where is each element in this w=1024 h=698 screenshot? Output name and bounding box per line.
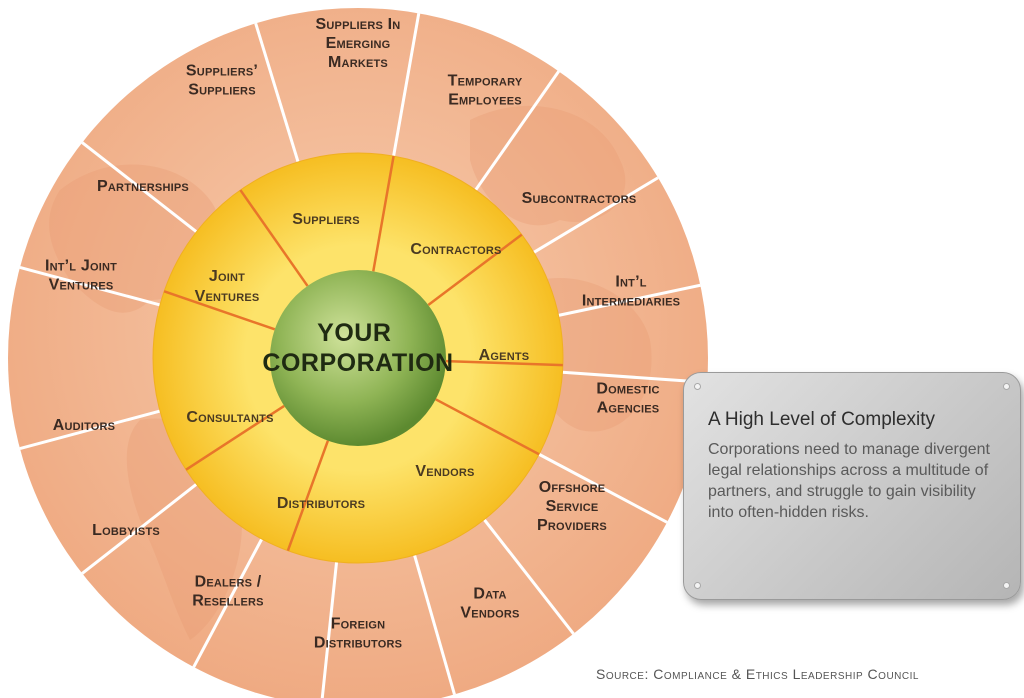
- core-circle: [270, 270, 446, 446]
- outer-divider: [562, 370, 708, 384]
- inner-divider: [185, 404, 285, 471]
- outer-label-lobbyists-line: Lobbyists: [92, 522, 160, 539]
- outer-divider: [19, 409, 161, 451]
- outer-divider: [19, 265, 161, 307]
- screw-icon: [694, 383, 701, 390]
- outer-label-temporary-employees-line: Temporary: [448, 73, 523, 90]
- outer-divider: [81, 141, 198, 233]
- note-body: Corporations need to manage divergent le…: [708, 441, 990, 521]
- inner-label-vendors-line: Vendors: [415, 463, 474, 480]
- outer-divider: [558, 283, 701, 317]
- outer-divider: [320, 561, 339, 698]
- outer-divider: [254, 22, 300, 163]
- inner-label-agents: Agents: [479, 347, 530, 364]
- inner-ring-labels: SuppliersContractorsAgentsVendorsDistrib…: [186, 211, 529, 512]
- inner-divider: [372, 155, 395, 272]
- outer-divider: [81, 483, 198, 575]
- core-label: YOUR CORPORATION: [262, 319, 453, 377]
- inner-divider: [435, 398, 540, 456]
- complexity-note-card: A High Level of Complexity Corporations …: [683, 372, 1021, 600]
- inner-label-suppliers: Suppliers: [292, 211, 359, 228]
- outer-label-auditors-line: Auditors: [53, 417, 115, 434]
- inner-label-contractors-line: Contractors: [410, 241, 501, 258]
- outer-divider: [532, 176, 659, 254]
- note-title: A High Level of Complexity: [708, 409, 936, 430]
- source-citation: Source: Compliance & Ethics Leadership C…: [596, 666, 919, 682]
- outer-divider: [483, 518, 575, 635]
- inner-label-joint-ventures-line: Joint: [209, 268, 245, 285]
- inner-label-distributors: Distributors: [277, 495, 365, 512]
- inner-divider: [239, 189, 309, 287]
- outer-divider: [474, 70, 560, 191]
- outer-label-suppliers-suppliers: Suppliers’ Suppliers: [186, 63, 258, 99]
- outer-label-offshore-service-providers-line: Offshore: [539, 479, 606, 496]
- outer-label-dealers-resellers-line: Dealers /: [195, 574, 262, 591]
- outer-label-dealers-resellers: Dealers / Resellers: [192, 574, 263, 610]
- outer-label-temporary-employees-line: Employees: [448, 92, 522, 109]
- outer-divider: [413, 554, 456, 695]
- core-label-line-1: YOUR: [317, 319, 391, 347]
- outer-divider: [538, 452, 668, 524]
- outer-spokes: [19, 13, 708, 698]
- outer-label-data-vendors-line: Data: [473, 586, 506, 603]
- outer-label-foreign-distributors-line: Foreign: [331, 616, 386, 633]
- outer-label-dealers-resellers-line: Resellers: [192, 593, 263, 610]
- outer-label-partnerships: Partnerships: [97, 178, 189, 195]
- outer-label-suppliers-in-emerging-markets-line: Suppliers In: [316, 16, 401, 33]
- outer-label-lobbyists: Lobbyists: [92, 522, 160, 539]
- outer-label-offshore-service-providers-line: Providers: [537, 517, 607, 534]
- outer-label-data-vendors-line: Vendors: [460, 605, 519, 622]
- inner-divider: [427, 233, 523, 307]
- outer-label-partnerships-line: Partnerships: [97, 178, 189, 195]
- outer-label-intl-joint-ventures-line: Int’l Joint: [45, 258, 117, 275]
- outer-label-suppliers-suppliers-line: Suppliers: [188, 82, 255, 99]
- outer-label-subcontractors-line: Subcontractors: [522, 190, 637, 207]
- outer-label-intl-intermediaries-line: Int’l: [615, 274, 646, 291]
- outer-label-suppliers-in-emerging-markets-line: Markets: [328, 54, 388, 71]
- screw-icon: [1003, 383, 1010, 390]
- inner-label-joint-ventures-line: Ventures: [195, 288, 260, 305]
- inner-label-distributors-line: Distributors: [277, 495, 365, 512]
- inner-divider: [445, 359, 563, 367]
- outer-label-intl-joint-ventures-line: Ventures: [49, 277, 114, 294]
- inner-label-suppliers-line: Suppliers: [292, 211, 359, 228]
- outer-label-offshore-service-providers-line: Service: [546, 498, 599, 515]
- inner-divider: [286, 440, 330, 552]
- screw-icon: [1003, 582, 1010, 589]
- inner-divider: [163, 290, 276, 331]
- outer-label-auditors: Auditors: [53, 417, 115, 434]
- outer-divider: [192, 538, 264, 668]
- inner-spokes: [163, 155, 563, 552]
- outer-label-domestic-agencies-line: Domestic: [596, 381, 659, 398]
- inner-label-contractors: Contractors: [410, 241, 501, 258]
- outer-label-foreign-distributors-line: Distributors: [314, 635, 402, 652]
- outer-label-domestic-agencies-line: Agencies: [597, 400, 660, 417]
- outer-label-intl-intermediaries-line: Intermediaries: [582, 293, 680, 310]
- outer-label-suppliers-in-emerging-markets-line: Emerging: [326, 35, 391, 52]
- screw-icon: [694, 582, 701, 589]
- inner-label-vendors: Vendors: [415, 463, 474, 480]
- outer-label-subcontractors: Subcontractors: [522, 190, 637, 207]
- outer-divider: [392, 13, 421, 157]
- outer-label-suppliers-suppliers-line: Suppliers’: [186, 63, 258, 80]
- core-label-line-2: CORPORATION: [262, 349, 453, 377]
- inner-label-agents-line: Agents: [479, 347, 530, 364]
- inner-label-consultants-line: Consultants: [186, 409, 273, 426]
- inner-label-consultants: Consultants: [186, 409, 273, 426]
